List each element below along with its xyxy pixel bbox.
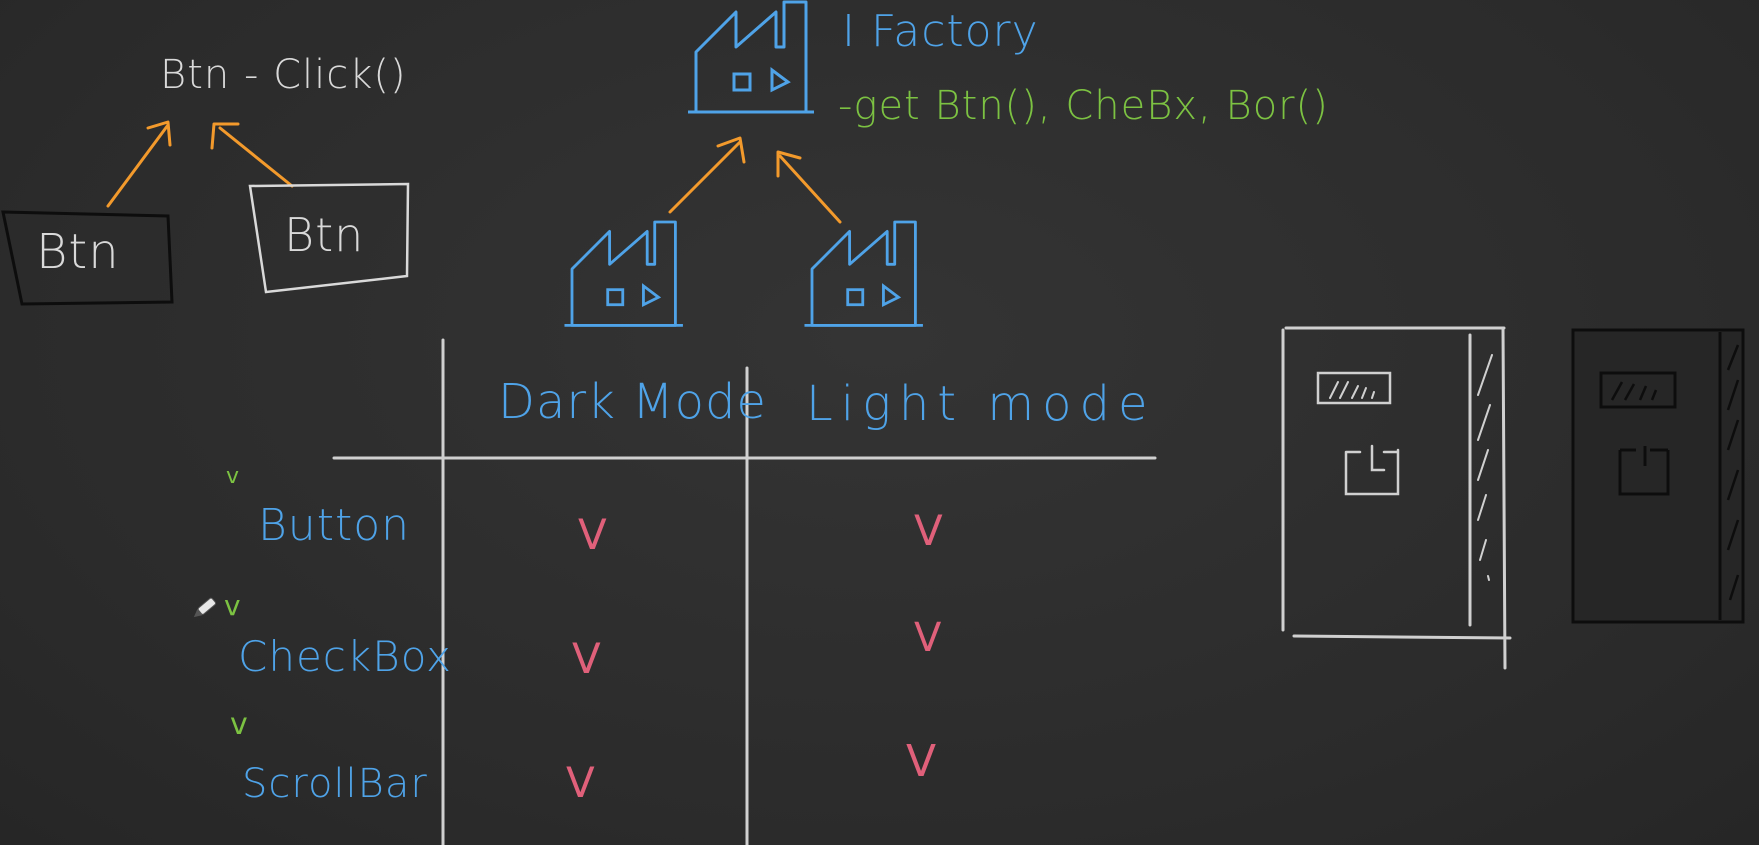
interface-btn-label: Btn - Click()	[160, 52, 407, 98]
comparison-table-grid	[332, 338, 1157, 845]
row-check-scrollbar: v	[230, 707, 248, 742]
arrow-dark-factory-to-ifactory	[668, 136, 746, 214]
arrow-dark-btn-to-interface	[106, 120, 172, 208]
row-label-checkbox: CheckBox	[238, 632, 452, 681]
row-check-button: v	[226, 464, 240, 489]
light-mode-factory-icon	[803, 220, 925, 327]
dark-mode-window-sketch	[1571, 328, 1745, 624]
cell-scrollbar-light: V	[906, 736, 937, 787]
column-header-dark-mode: Dark Mode	[498, 374, 767, 430]
row-label-scrollbar: ScrollBar	[242, 761, 428, 807]
dark-mode-factory-icon	[563, 220, 685, 327]
row-label-button: Button	[258, 500, 411, 551]
cell-scrollbar-dark: V	[566, 758, 595, 807]
dark-btn-box	[1, 210, 174, 306]
cell-checkbox-light: V	[914, 615, 942, 661]
row-check-checkbox: v	[224, 589, 241, 622]
factory-icon	[686, 0, 816, 114]
ifactory-methods: -get Btn(), CheBx, Bor()	[838, 83, 1329, 129]
arrow-light-factory-to-ifactory	[776, 150, 842, 224]
pen-cursor-icon	[193, 597, 217, 618]
cell-checkbox-dark: V	[572, 634, 601, 683]
ifactory-title: I Factory	[842, 6, 1039, 57]
column-header-light-mode: Light mode	[806, 376, 1156, 432]
light-btn-label: Btn	[284, 208, 365, 262]
cell-button-light: V	[914, 506, 943, 555]
light-mode-window-sketch	[1281, 326, 1512, 670]
light-btn-box	[248, 182, 410, 294]
dark-btn-label: Btn	[36, 224, 120, 280]
cell-button-dark: V	[578, 510, 607, 559]
arrow-light-btn-to-interface	[210, 122, 294, 188]
